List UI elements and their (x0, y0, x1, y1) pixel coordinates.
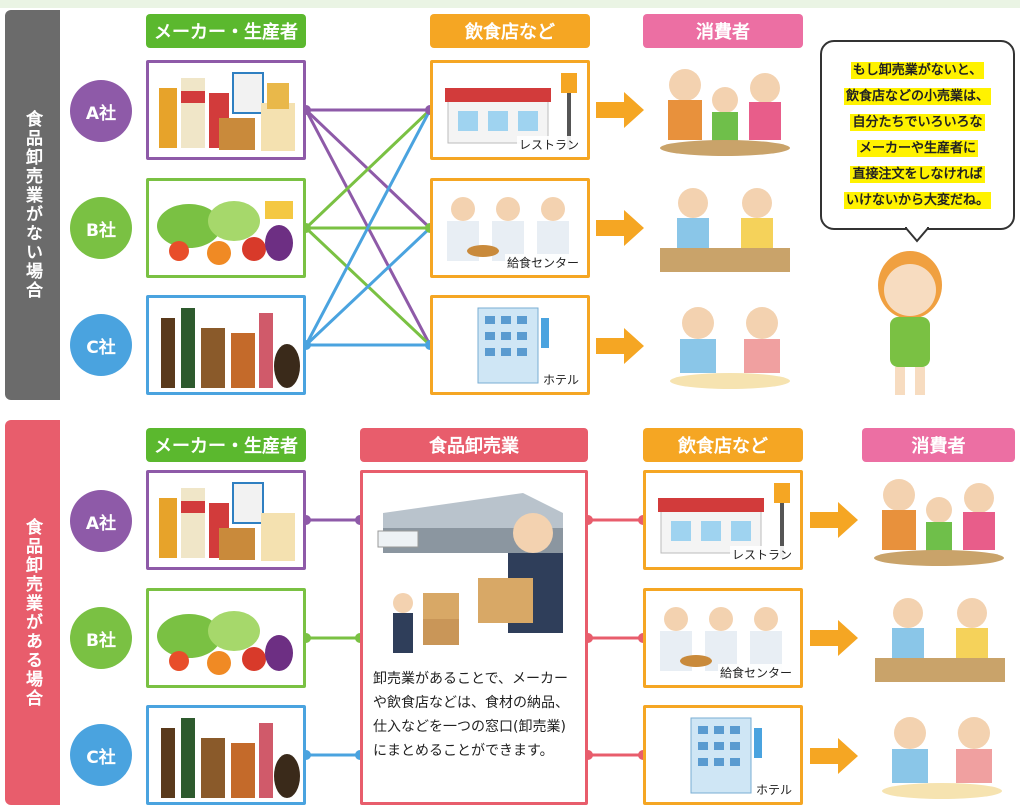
vegetables-image (157, 201, 293, 265)
venue-kitchen-top: 給食センター (430, 178, 590, 278)
top-strip (0, 0, 1020, 8)
venue-label-hotel-top: ホテル (540, 371, 581, 388)
company-c-circle-bottom: C社 (70, 724, 132, 786)
consumers-family-image (660, 69, 790, 156)
header-consumers-bottom: 消費者 (862, 428, 1015, 462)
company-a-circle-bottom: A社 (70, 490, 132, 552)
restaurant-image (445, 73, 577, 148)
venue-label-kitchen-bottom: 給食センター (717, 664, 794, 681)
product-box-a-top (146, 60, 306, 160)
venue-label-kitchen-top: 給食センター (504, 254, 581, 271)
seasoning-products-image (159, 482, 295, 561)
consumers-children-image (660, 188, 790, 272)
header-consumers-top: 消費者 (643, 14, 803, 48)
venue-restaurant-bottom: レストラン (643, 470, 803, 570)
speech-line: メーカーや生産者に (856, 140, 978, 157)
speech-bubble-tail (905, 227, 929, 243)
venue-restaurant-top: レストラン (430, 60, 590, 160)
company-b-circle-bottom: B社 (70, 607, 132, 669)
header-restaurants-bottom: 飲食店など (643, 428, 803, 462)
speech-line: もし卸売業がないと、 (850, 62, 985, 79)
warehouse-worker-image (377, 493, 563, 653)
speech-line: 飲食店などの小売業は、 (843, 88, 991, 105)
company-a-circle-top: A社 (70, 80, 132, 142)
side-label-with: 食品卸売業がある場合 (22, 517, 42, 708)
restaurant-image (658, 483, 790, 558)
arrow-right-icon (810, 620, 858, 656)
product-box-a-bottom (146, 470, 306, 570)
hotel-image (690, 717, 762, 794)
venue-hotel-top: ホテル (430, 295, 590, 395)
header-restaurants-top: 飲食店など (430, 14, 590, 48)
venue-kitchen-bottom: 給食センター (643, 588, 803, 688)
venue-label-restaurant-top: レストラン (516, 136, 581, 153)
consumers-couple-image (882, 717, 1002, 799)
arrow-right-icon (596, 92, 644, 128)
product-box-c-top (146, 295, 306, 395)
consumers-couple-image (670, 307, 790, 389)
venue-hotel-bottom: ホテル (643, 705, 803, 805)
speech-line: 自分たちでいろいろな (850, 114, 985, 131)
wholesale-box: 卸売業があることで、メーカーや飲食店などは、食材の納品、仕入などを一つの窓口(卸… (360, 470, 588, 805)
speech-line: いけないから大変だね。 (843, 192, 991, 209)
header-makers-top: メーカー・生産者 (146, 14, 306, 48)
arrow-right-icon (810, 738, 858, 774)
speech-bubble: もし卸売業がないと、 飲食店などの小売業は、 自分たちでいろいろな メーカーや生… (820, 40, 1015, 230)
consumers-family-image (874, 479, 1004, 566)
venue-label-restaurant-bottom: レストラン (729, 546, 794, 563)
venue-label-hotel-bottom: ホテル (753, 781, 794, 798)
vegetables-image (157, 611, 293, 675)
product-box-b-bottom (146, 588, 306, 688)
seasoning-products-image (159, 72, 295, 151)
product-box-c-bottom (146, 705, 306, 805)
header-wholesale: 食品卸売業 (360, 428, 588, 462)
company-c-circle-top: C社 (70, 314, 132, 376)
company-b-circle-top: B社 (70, 197, 132, 259)
bottles-image (161, 308, 300, 388)
side-band-without: 食品卸売業がない場合 (5, 10, 60, 400)
arrow-right-icon (810, 502, 858, 538)
girl-character-image (878, 251, 942, 395)
product-box-b-top (146, 178, 306, 278)
header-makers-bottom: メーカー・生産者 (146, 428, 306, 462)
consumers-children-image (875, 598, 1005, 682)
speech-line: 直接注文をしなければ (850, 166, 985, 183)
wholesale-caption: 卸売業があることで、メーカーや飲食店などは、食材の納品、仕入などを一つの窓口(卸… (373, 671, 569, 759)
arrow-right-icon (596, 328, 644, 364)
arrow-right-icon (596, 210, 644, 246)
hotel-image (477, 307, 549, 384)
bottles-image (161, 718, 300, 798)
side-band-with: 食品卸売業がある場合 (5, 420, 60, 805)
side-label-without: 食品卸売業がない場合 (22, 110, 42, 300)
